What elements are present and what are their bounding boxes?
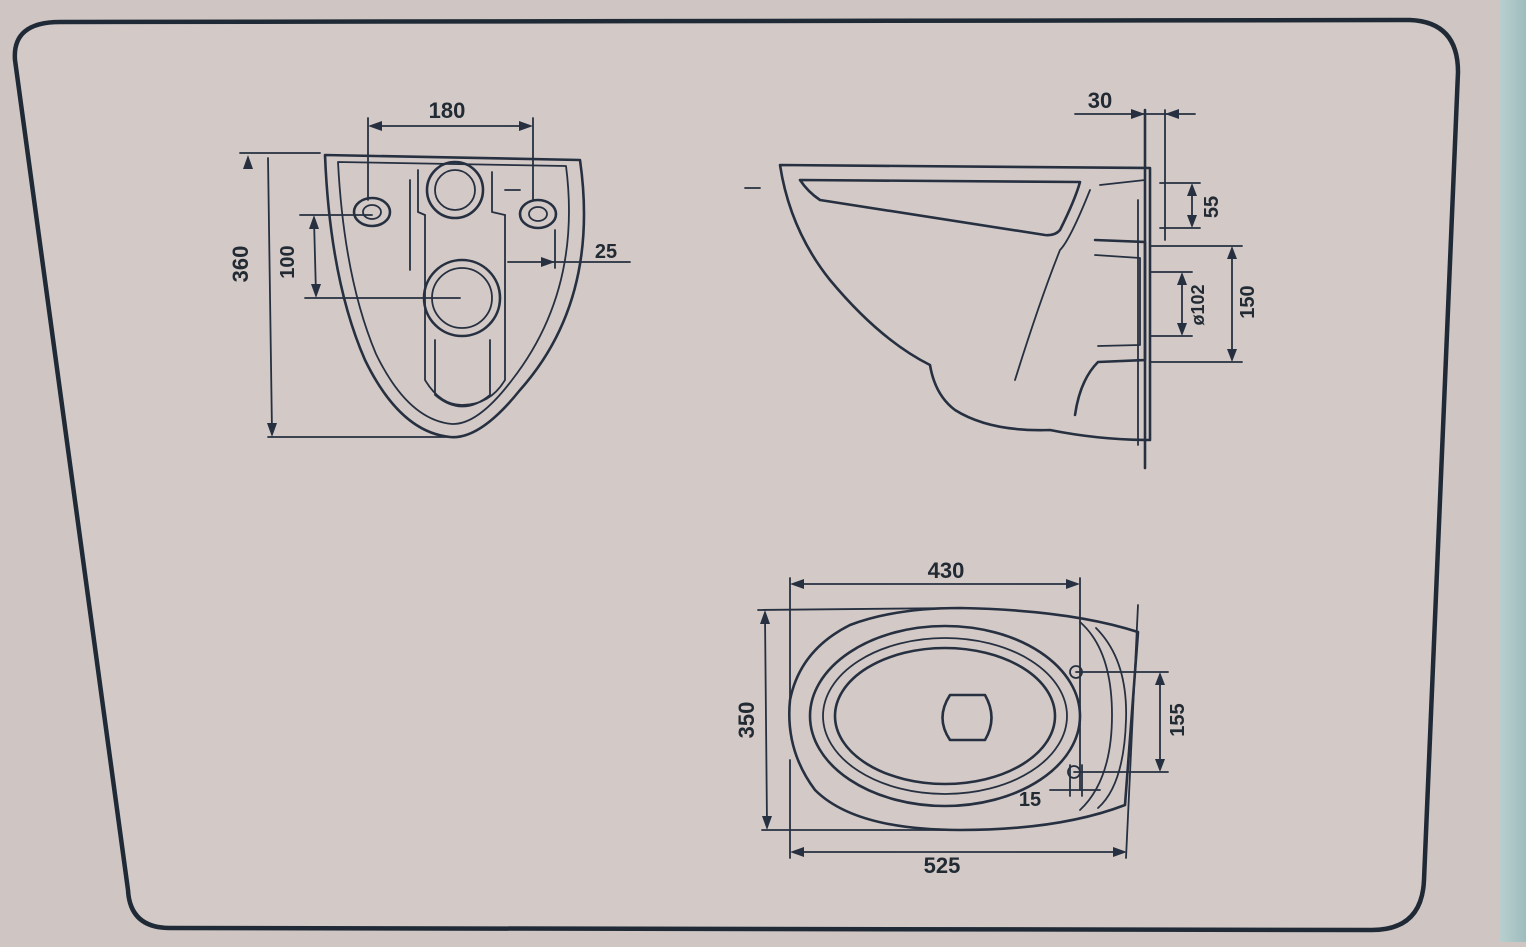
dim-350-line bbox=[764, 615, 768, 825]
dim-360-line bbox=[267, 157, 273, 433]
dim-360-arrow-bottom bbox=[267, 423, 277, 437]
inlet-circle-inner bbox=[434, 169, 476, 211]
dim-102-arrow-bottom bbox=[1177, 323, 1187, 336]
side-view: 30 55 ø102 150 bbox=[744, 88, 1259, 470]
dim-102-arrow-top bbox=[1177, 272, 1187, 285]
inlet-circle bbox=[425, 160, 485, 220]
dim-150-arrow-bottom bbox=[1227, 349, 1237, 362]
front-bowl-outline bbox=[323, 153, 586, 439]
dim-102-label: ø102 bbox=[1188, 284, 1208, 325]
dim-360-arrow-top bbox=[243, 155, 253, 169]
dim-30-arrow-left bbox=[1131, 109, 1145, 119]
fixing-hole-left bbox=[352, 196, 392, 228]
dim-100-arrow-top bbox=[309, 215, 319, 229]
dim-100-label: 100 bbox=[277, 245, 299, 278]
dim-525-label: 525 bbox=[924, 853, 961, 878]
dim-430-label: 430 bbox=[928, 558, 965, 583]
top-back-curve bbox=[1079, 621, 1127, 811]
dim-430-arrow-left bbox=[790, 579, 804, 589]
top-rim-middle bbox=[822, 637, 1068, 795]
dim-150-arrow-top bbox=[1227, 246, 1237, 259]
dim-155-arrow-top bbox=[1155, 672, 1165, 685]
top-view: 430 525 350 155 15 bbox=[734, 558, 1189, 878]
side-outer-profile bbox=[778, 163, 1152, 442]
fixing-hole-right bbox=[518, 198, 558, 230]
dim-525-arrow-right bbox=[1113, 847, 1127, 857]
dim-25-label: 25 bbox=[595, 241, 617, 263]
photo-edge-strip bbox=[1500, 0, 1526, 942]
dim-180-arrow-left bbox=[368, 121, 382, 131]
dim-155-label: 155 bbox=[1167, 703, 1189, 736]
dim-360-label: 360 bbox=[228, 246, 253, 283]
dim-180-label: 180 bbox=[429, 98, 466, 123]
fixing-hole-left-inner bbox=[362, 204, 382, 220]
dim-100-arrow-bottom bbox=[311, 284, 321, 298]
dim-350-ext-top bbox=[757, 607, 961, 611]
dim-525-arrow-left bbox=[790, 847, 804, 857]
drawing-frame bbox=[12, 17, 1461, 933]
top-drain bbox=[941, 693, 993, 742]
dim-150-label: 150 bbox=[1237, 285, 1259, 318]
dim-30-label: 30 bbox=[1088, 88, 1112, 113]
dim-350-arrow-top bbox=[760, 610, 770, 624]
dim-525-ext-right bbox=[1125, 604, 1139, 859]
front-channel-left bbox=[409, 179, 506, 408]
dim-55-label: 55 bbox=[1201, 196, 1223, 218]
side-outlet-inner bbox=[1094, 254, 1141, 347]
front-view: 180 360 100 25 bbox=[228, 98, 631, 439]
dim-15-label: 15 bbox=[1019, 789, 1041, 811]
dim-155-arrow-bottom bbox=[1155, 759, 1165, 772]
side-bowl-inner bbox=[798, 178, 1082, 237]
front-bowl-inner bbox=[337, 161, 570, 425]
top-rim-inner bbox=[833, 646, 1057, 786]
dim-25-arrow bbox=[541, 257, 555, 267]
dim-100-line bbox=[313, 219, 317, 295]
dim-30-arrow-right bbox=[1165, 109, 1179, 119]
front-channel-right bbox=[417, 169, 521, 216]
side-bowl-rim bbox=[1014, 179, 1146, 381]
dim-430-arrow-right bbox=[1066, 579, 1080, 589]
top-outer-outline bbox=[788, 606, 1140, 832]
dim-55-arrow-bottom bbox=[1187, 215, 1197, 228]
dim-180-arrow-right bbox=[519, 121, 533, 131]
fixing-hole-right-inner bbox=[528, 206, 548, 222]
dim-55-arrow-top bbox=[1187, 183, 1197, 196]
dim-350-label: 350 bbox=[734, 702, 759, 739]
dim-350-arrow-bottom bbox=[762, 816, 772, 830]
